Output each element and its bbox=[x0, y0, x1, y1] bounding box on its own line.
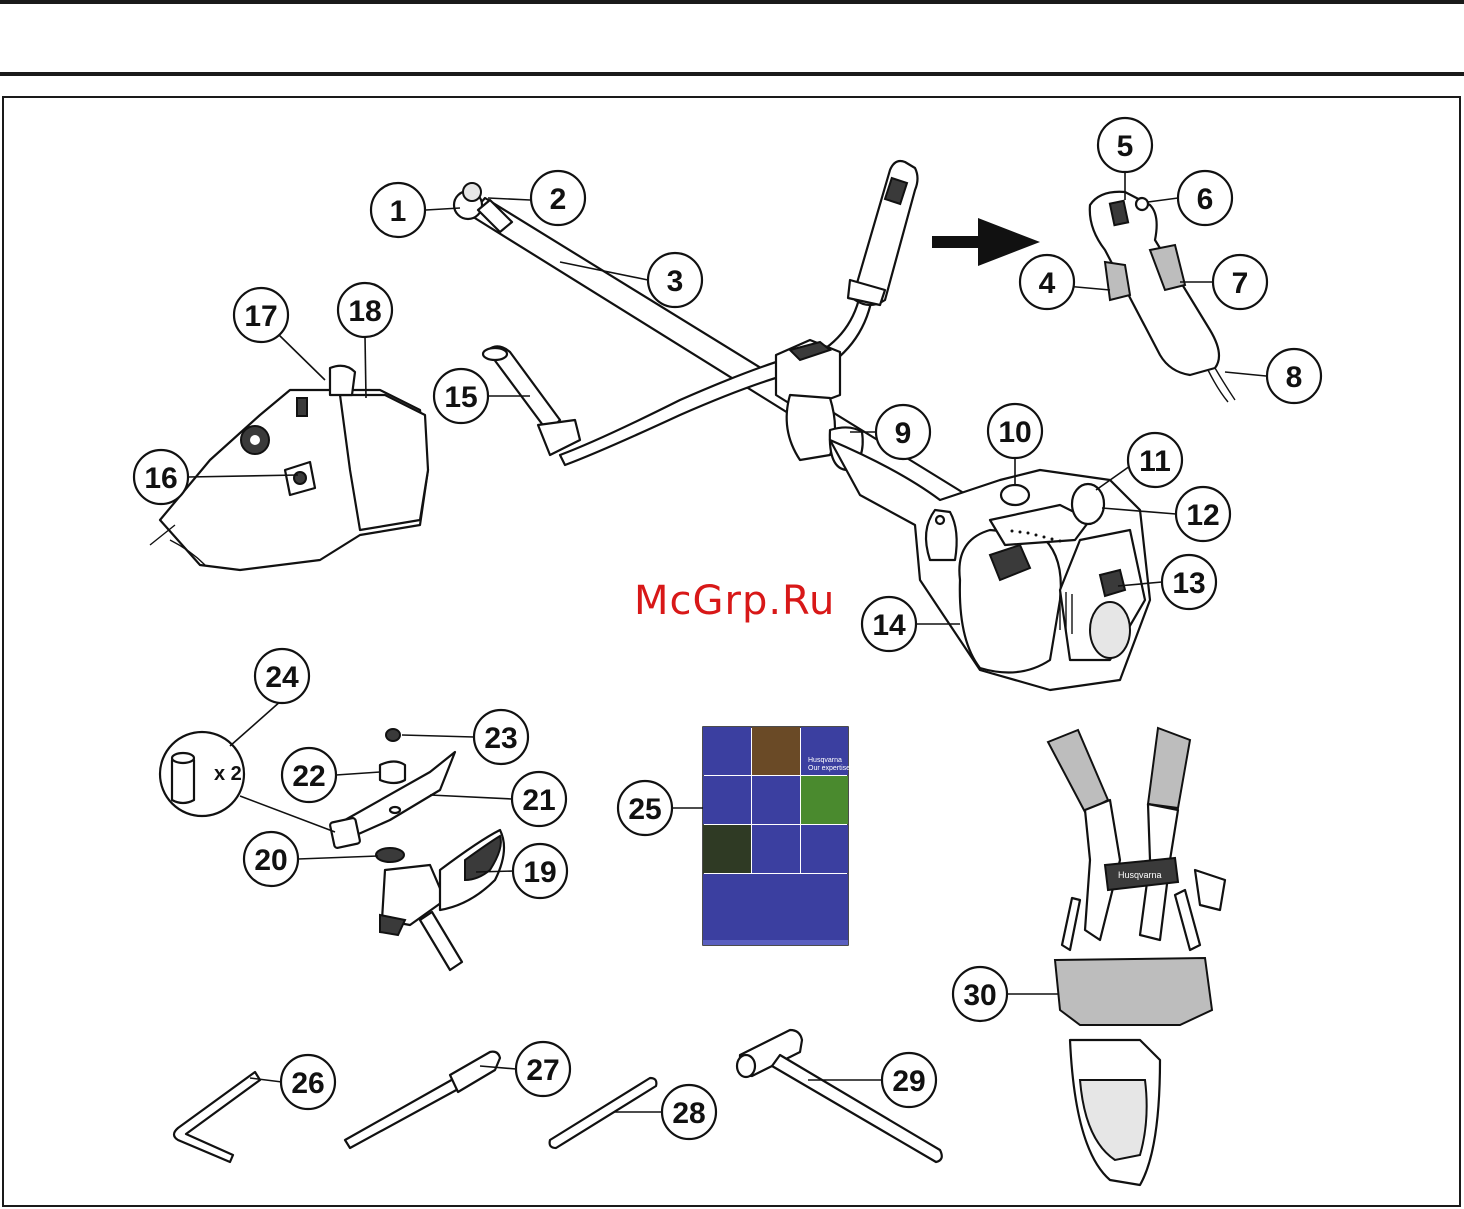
svg-text:30: 30 bbox=[963, 979, 996, 1012]
svg-text:17: 17 bbox=[244, 300, 277, 333]
callout-25: 25 bbox=[618, 781, 672, 835]
callout-14: 14 bbox=[862, 597, 916, 651]
shaft-assembly bbox=[454, 161, 975, 520]
svg-text:28: 28 bbox=[672, 1097, 705, 1130]
svg-text:18: 18 bbox=[348, 295, 381, 328]
svg-text:9: 9 bbox=[895, 417, 912, 450]
callout-24: 24 bbox=[255, 649, 309, 703]
callout-15: 15 bbox=[434, 369, 488, 423]
svg-text:13: 13 bbox=[1172, 567, 1205, 600]
callout-6: 6 bbox=[1178, 171, 1232, 225]
svg-text:16: 16 bbox=[144, 462, 177, 495]
callout-2: 2 bbox=[531, 171, 585, 225]
callout-19: 19 bbox=[513, 844, 567, 898]
callout-30: 30 bbox=[953, 967, 1007, 1021]
svg-text:24: 24 bbox=[265, 661, 299, 694]
callout-23: 23 bbox=[474, 710, 528, 764]
svg-text:23: 23 bbox=[484, 722, 517, 755]
watermark: McGrp.Ru bbox=[634, 578, 835, 624]
left-handle bbox=[483, 346, 580, 455]
svg-text:29: 29 bbox=[892, 1065, 925, 1098]
callout-22: 22 bbox=[282, 748, 336, 802]
svg-text:11: 11 bbox=[1139, 445, 1171, 478]
callout-1: 1 bbox=[371, 183, 425, 237]
callout-12: 12 bbox=[1176, 487, 1230, 541]
svg-text:19: 19 bbox=[523, 856, 556, 889]
pointer-arrow bbox=[932, 218, 1040, 266]
svg-text:6: 6 bbox=[1197, 183, 1214, 216]
operators-manual: Husqvarna Our expertise bbox=[703, 727, 850, 945]
callout-17: 17 bbox=[234, 288, 288, 342]
svg-text:12: 12 bbox=[1186, 499, 1219, 532]
svg-text:7: 7 bbox=[1232, 267, 1249, 300]
svg-text:21: 21 bbox=[522, 784, 555, 817]
svg-text:15: 15 bbox=[444, 381, 477, 414]
svg-text:22: 22 bbox=[292, 760, 325, 793]
svg-text:5: 5 bbox=[1117, 130, 1134, 163]
callout-5: 5 bbox=[1098, 118, 1152, 172]
svg-text:4: 4 bbox=[1039, 267, 1056, 300]
callout-28: 28 bbox=[662, 1085, 716, 1139]
svg-text:3: 3 bbox=[667, 265, 684, 298]
callout-11: 11 bbox=[1128, 433, 1182, 487]
gear-head bbox=[454, 183, 512, 232]
callout-9: 9 bbox=[876, 405, 930, 459]
quantity-label: x 2 bbox=[214, 763, 242, 785]
manual-brand: Husqvarna bbox=[808, 757, 842, 764]
callout-7: 7 bbox=[1213, 255, 1267, 309]
callout-18: 18 bbox=[338, 283, 392, 337]
callout-21: 21 bbox=[512, 772, 566, 826]
svg-text:26: 26 bbox=[291, 1067, 324, 1100]
callout-3: 3 bbox=[648, 253, 702, 307]
svg-text:1: 1 bbox=[390, 195, 407, 228]
harness-brand: Husqvarna bbox=[1118, 870, 1162, 880]
callout-8: 8 bbox=[1267, 349, 1321, 403]
callout-20: 20 bbox=[244, 832, 298, 886]
svg-text:14: 14 bbox=[872, 609, 906, 642]
callout-10: 10 bbox=[988, 404, 1042, 458]
svg-text:10: 10 bbox=[998, 416, 1031, 449]
callout-16: 16 bbox=[134, 450, 188, 504]
harness: Husqvarna bbox=[1048, 728, 1225, 1185]
svg-text:27: 27 bbox=[526, 1054, 559, 1087]
engine-closeup bbox=[150, 366, 428, 570]
svg-text:8: 8 bbox=[1286, 361, 1303, 394]
engine-unit bbox=[830, 440, 1150, 690]
callout-13: 13 bbox=[1162, 555, 1216, 609]
svg-text:25: 25 bbox=[628, 793, 661, 826]
svg-text:20: 20 bbox=[254, 844, 287, 877]
callout-4: 4 bbox=[1020, 255, 1074, 309]
manual-tagline: Our expertise bbox=[808, 765, 850, 772]
callout-27: 27 bbox=[516, 1042, 570, 1096]
callout-26: 26 bbox=[281, 1055, 335, 1109]
svg-text:2: 2 bbox=[550, 183, 567, 216]
callout-29: 29 bbox=[882, 1053, 936, 1107]
